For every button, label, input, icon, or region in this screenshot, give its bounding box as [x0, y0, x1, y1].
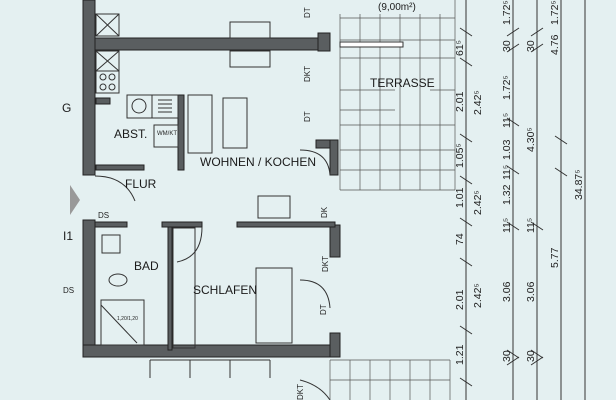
terrace-tiles — [329, 0, 456, 400]
room-storage: ABST. — [114, 127, 147, 141]
railing — [339, 41, 404, 48]
terrace-area: (9,00m²) — [378, 2, 416, 13]
dim: 1.72⁵ — [549, 0, 561, 25]
dim: 2.01 — [454, 91, 466, 112]
entrance-arrow-icon — [70, 185, 80, 215]
furniture — [94, 13, 331, 400]
dim: 11⁵ — [501, 165, 513, 180]
dim: 1.72⁵ — [501, 0, 513, 25]
dim: 1.72⁵ — [501, 75, 513, 100]
dim: 1.32 — [501, 184, 513, 205]
dim: 1.03 — [501, 139, 513, 160]
dim: 3.06 — [525, 281, 537, 302]
dim: 74 — [454, 233, 466, 245]
mark-g: G — [62, 101, 71, 115]
dimension-lines — [459, 0, 586, 400]
dim: 4.30⁵ — [525, 127, 537, 152]
door-dt: DT — [319, 304, 328, 315]
dim: 2.42⁵ — [472, 283, 484, 308]
dim: 61⁵ — [454, 40, 466, 56]
dim: 2.01 — [454, 289, 466, 310]
door-dt: DT — [303, 111, 312, 122]
door-dk: DK — [320, 206, 329, 218]
door-dt: DT — [303, 7, 312, 18]
dim: 34.87⁵ — [573, 169, 585, 200]
room-living-kitchen: WOHNEN / KOCHEN — [200, 155, 316, 169]
dim: 30 — [525, 40, 537, 52]
dimension-labels: 61⁵ 2.01 1.05⁵ 1.01 74 2.01 1.21 2.42⁵ 2… — [454, 0, 585, 365]
door-dkt: DKT — [321, 256, 330, 272]
dim: 11⁵ — [501, 218, 513, 233]
dim: 5.77 — [549, 247, 561, 268]
door-dkt: DKT — [296, 384, 305, 400]
dim: 30 — [501, 40, 513, 52]
dim: 1.21 — [454, 344, 466, 365]
dim: 3.06 — [501, 281, 513, 302]
dim: 2.42⁵ — [472, 190, 484, 215]
mark-i1: I1 — [63, 229, 73, 243]
door-dkt: DKT — [303, 66, 312, 82]
dim: 2.42⁵ — [472, 90, 484, 115]
dim: 11⁵ — [525, 218, 537, 233]
dim: 30 — [525, 350, 537, 362]
mark-ds-left: DS — [63, 286, 74, 295]
room-terrace: TERRASSE — [370, 76, 435, 90]
dim: 4.76 — [549, 34, 561, 55]
room-hall: FLUR — [125, 177, 157, 191]
dim: 1.01 — [454, 187, 466, 208]
room-bedroom: SCHLAFEN — [193, 283, 257, 297]
terrace-area-backdrop — [376, 0, 428, 13]
wm-kt-label: WM/KT — [157, 131, 177, 137]
dim: 30 — [501, 350, 513, 362]
dim: 11⁵ — [501, 113, 513, 128]
room-bath: BAD — [134, 259, 159, 273]
walls — [82, 0, 341, 358]
mark-ds-top: DS — [98, 211, 109, 220]
shower-size: 1,20/1,20 — [117, 316, 138, 322]
dim: 1.05⁵ — [454, 143, 466, 168]
